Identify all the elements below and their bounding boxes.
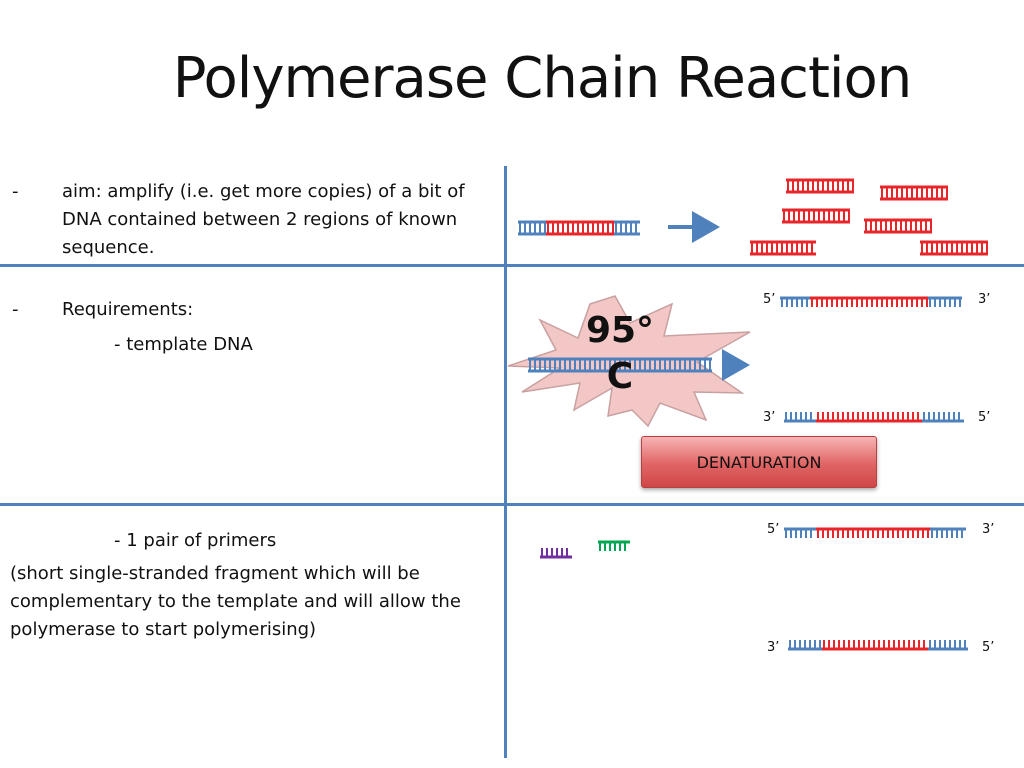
temperature-unit: C: [606, 356, 634, 397]
strand-b-right: [922, 412, 964, 423]
divider-middle: [0, 503, 1024, 506]
strand-b-left: [784, 412, 816, 423]
amplified-copy-5-bottom: [920, 245, 988, 256]
label-5prime-a: 5’: [763, 292, 776, 307]
amplified-copy-4-bottom: [750, 245, 816, 256]
denaturation-button[interactable]: DENATURATION: [641, 436, 877, 488]
label-3prime-a: 3’: [978, 292, 991, 307]
requirements-heading: Requirements:: [62, 299, 194, 320]
requirement-primers: - 1 pair of primers: [114, 530, 277, 551]
heated-dna-bottom: [528, 362, 712, 373]
label-3prime-b: 3’: [763, 410, 776, 425]
strand-c-target: [816, 527, 930, 538]
primers-note: (short single-stranded fragment which wi…: [10, 563, 461, 640]
template-right-flank-bottom: [614, 225, 640, 236]
strand-b-target: [816, 412, 922, 423]
template-left-flank-bottom: [518, 225, 546, 236]
label-3prime-c: 3’: [982, 522, 995, 537]
strand-d-right: [928, 640, 968, 651]
amplified-copy-3-bottom: [864, 223, 932, 234]
template-target-bottom: [546, 225, 614, 236]
amplified-copy-0-bottom: [786, 183, 854, 194]
label-5prime-d: 5’: [982, 640, 995, 655]
requirement-template: - template DNA: [114, 334, 253, 355]
aim-bullet: -: [12, 181, 19, 202]
strand-a-left: [780, 296, 810, 307]
strand-a-right: [928, 296, 962, 307]
temperature-label: 95° C: [575, 308, 665, 400]
label-3prime-d: 3’: [767, 640, 780, 655]
primer-green: [598, 540, 630, 551]
strand-c-right: [930, 527, 966, 538]
divider-vertical: [504, 166, 507, 758]
strand-c-left: [784, 527, 816, 538]
primer-purple: [540, 548, 572, 559]
amplified-copy-1-bottom: [880, 190, 948, 201]
strand-d-target: [822, 640, 928, 651]
label-5prime-c: 5’: [767, 522, 780, 537]
requirements-bullet: -: [12, 299, 19, 320]
slide-title: Polymerase Chain Reaction: [172, 46, 913, 111]
temperature-value: 95°: [585, 310, 655, 351]
aim-text: aim: amplify (i.e. get more copies) of a…: [62, 181, 465, 258]
amplified-copy-2-bottom: [782, 213, 850, 224]
strand-a-target: [810, 296, 928, 307]
template-left-flank-top: [518, 220, 546, 231]
divider-top: [0, 264, 1024, 267]
strand-d-left: [788, 640, 822, 651]
label-5prime-b: 5’: [978, 410, 991, 425]
